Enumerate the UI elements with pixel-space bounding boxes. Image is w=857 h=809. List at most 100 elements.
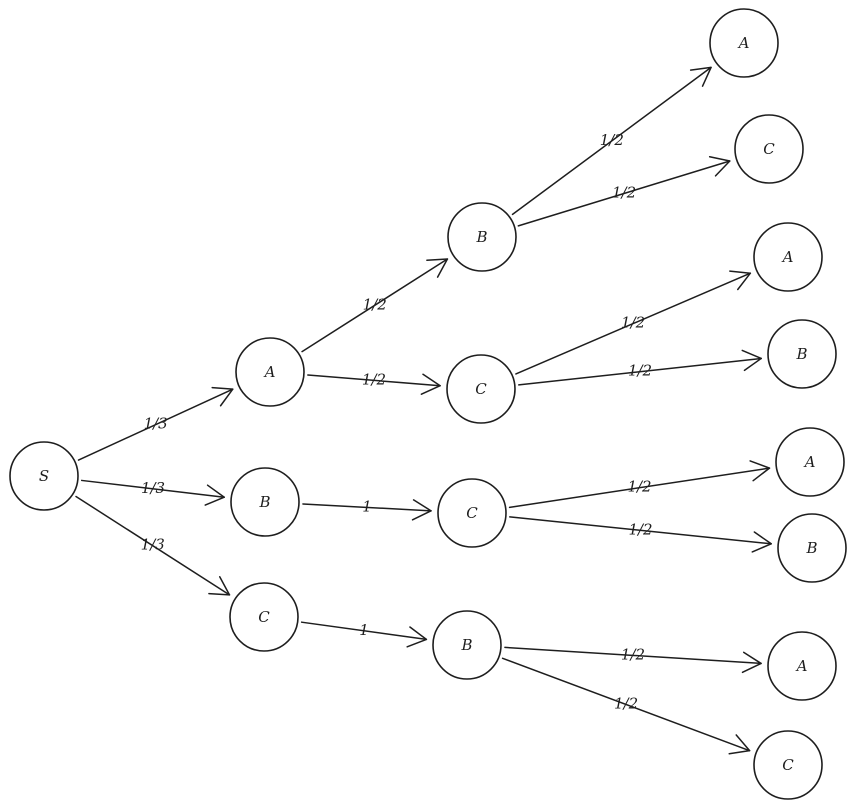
node-circle [9, 441, 79, 511]
edge-line [301, 258, 449, 353]
edge-probability-label: 1/2 [600, 131, 624, 149]
edge-l1_b-to-l2_bc: 1 [302, 497, 432, 521]
edge-probability-label: 1/2 [612, 183, 636, 201]
edge-probability-label: 1/3 [141, 536, 165, 554]
node-l1_a: A [235, 337, 305, 407]
node-l3_bca: A [775, 427, 845, 497]
edge-l2_ab-to-l3_aba: 1/2 [511, 66, 712, 216]
node-l3_acb: B [767, 319, 837, 389]
edge-l2_cb-to-l3_cba: 1/2 [504, 645, 762, 674]
node-circle [767, 319, 837, 389]
edge-probability-label: 1/2 [621, 314, 645, 332]
node-l2_bc: C [437, 478, 507, 548]
edge-probability-label: 1/2 [363, 295, 387, 313]
edge-s-to-l1_b: 1/3 [80, 479, 226, 506]
edge-l2_ab-to-l3_abc: 1/2 [517, 155, 731, 227]
arrowhead [751, 531, 772, 553]
edge-line [518, 357, 762, 386]
arrowhead [689, 66, 712, 87]
edge-l1_a-to-l2_ac: 1/2 [307, 370, 441, 395]
edge-line [501, 657, 751, 752]
node-label: C [782, 756, 794, 774]
node-label: S [39, 467, 49, 485]
arrowhead [211, 386, 234, 407]
node-l1_c: C [229, 582, 299, 652]
edge-l1_c-to-l2_cb: 1 [300, 621, 428, 648]
node-circle [229, 582, 299, 652]
edge-line [509, 516, 772, 545]
edge-line [300, 621, 428, 641]
edge-line [302, 503, 432, 512]
arrowhead [741, 349, 762, 372]
node-circle [235, 337, 305, 407]
arrowhead [729, 270, 752, 291]
node-circle [767, 631, 837, 701]
arrowhead [728, 734, 751, 755]
node-l3_aba: A [709, 8, 779, 78]
node-l2_ab: B [447, 202, 517, 272]
edge-line [75, 495, 231, 596]
node-label: A [263, 363, 276, 381]
arrowhead [749, 460, 771, 482]
arrowhead [406, 626, 428, 648]
edges-layer: 1/3 1/3 1/3 1/2 1/2 1 1 1/2 1/2 1/2 1/2 1/2 1/2 1/2 1/… [75, 66, 772, 755]
node-l3_bcb: B [777, 513, 847, 583]
node-label: B [475, 228, 487, 246]
edge-line [504, 646, 762, 665]
arrowhead [708, 155, 731, 177]
edge-line [511, 66, 712, 216]
node-s: S [9, 441, 79, 511]
edge-probability-label: 1/3 [141, 479, 165, 497]
edge-probability-label: 1/2 [621, 645, 645, 663]
edge-probability-label: 1 [362, 497, 372, 515]
node-l3_aca: A [753, 222, 823, 292]
edge-line [307, 374, 441, 387]
edge-l2_cb-to-l3_cbc: 1/2 [501, 657, 751, 755]
arrowhead [420, 373, 441, 395]
node-label: C [258, 608, 270, 626]
edge-line [515, 272, 752, 375]
edge-l2_ac-to-l3_acb: 1/2 [518, 349, 762, 386]
edge-line [77, 388, 234, 461]
edge-l1_a-to-l2_ab: 1/2 [301, 258, 449, 353]
node-label: C [763, 140, 775, 158]
edge-l2_ac-to-l3_aca: 1/2 [515, 270, 752, 375]
node-circle [753, 222, 823, 292]
edge-s-to-l1_a: 1/3 [77, 386, 234, 461]
edge-probability-label: 1/2 [614, 694, 638, 712]
node-label: A [737, 34, 750, 52]
node-l3_cba: A [767, 631, 837, 701]
node-circle [432, 610, 502, 680]
node-circle [447, 202, 517, 272]
node-l2_ac: C [446, 354, 516, 424]
node-label: A [781, 248, 794, 266]
node-l1_b: B [230, 467, 300, 537]
arrowhead [741, 651, 762, 674]
node-l3_abc: C [734, 114, 804, 184]
node-circle [753, 730, 823, 800]
edge-probability-label: 1/2 [627, 478, 651, 496]
edge-probability-label: 1 [359, 621, 369, 639]
node-label: B [795, 345, 807, 363]
node-label: B [805, 539, 817, 557]
node-label: C [466, 504, 478, 522]
edge-probability-label: 1/2 [628, 520, 652, 538]
arrowhead [204, 484, 226, 506]
edge-probability-label: 1/3 [144, 415, 168, 433]
arrowhead [208, 575, 231, 596]
node-circle [446, 354, 516, 424]
edge-l2_bc-to-l3_bca: 1/2 [508, 460, 771, 509]
node-l3_cbc: C [753, 730, 823, 800]
node-label: C [475, 380, 487, 398]
node-circle [230, 467, 300, 537]
edge-line [517, 160, 731, 227]
node-circle [775, 427, 845, 497]
node-circle [437, 478, 507, 548]
node-label: B [258, 493, 270, 511]
edge-probability-label: 1/2 [362, 370, 386, 388]
node-label: A [803, 453, 816, 471]
edge-l2_bc-to-l3_bcb: 1/2 [509, 516, 772, 553]
